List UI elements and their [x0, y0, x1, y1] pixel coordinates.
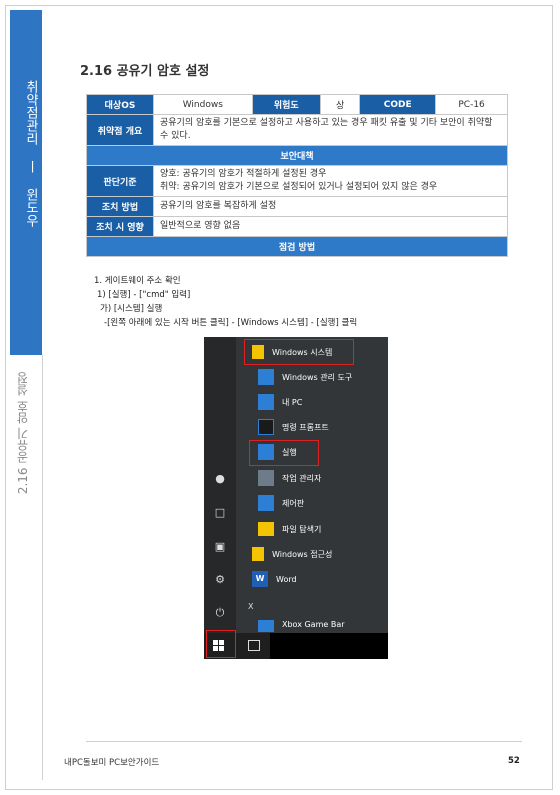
- step-line: 가) [시스템] 실행: [100, 304, 163, 314]
- code-label: CODE: [359, 94, 437, 115]
- menu-item-label: Windows 접근성: [272, 549, 333, 559]
- section-letter[interactable]: X: [248, 602, 254, 611]
- menu-item-label: 파일 탐색기: [282, 524, 322, 534]
- menu-item-label: 작업 관리자: [282, 473, 322, 483]
- sidebar-section-tab: [10, 355, 43, 780]
- vuln-summary-label: 취약점 개요: [86, 114, 154, 146]
- file-explorer-icon: [258, 522, 274, 536]
- page-title: 2.16 공유기 암호 설정: [80, 64, 210, 79]
- picture-icon[interactable]: ▣: [214, 540, 226, 553]
- menu-item-label: Word: [276, 574, 297, 584]
- highlight-start-button: [206, 630, 236, 658]
- risk-label: 위험도: [251, 94, 321, 115]
- target-os-label: 대상OS: [86, 94, 154, 115]
- folder-icon: [252, 345, 264, 359]
- sidebar-chapter-tab: [10, 10, 42, 355]
- target-os-value: Windows: [153, 94, 253, 115]
- menu-item-my-pc[interactable]: 내 PC: [258, 391, 302, 413]
- folder-icon: [252, 547, 264, 561]
- criteria-label: 판단기준: [86, 165, 154, 197]
- step-line: 1. 게이트웨이 주소 확인: [94, 276, 181, 286]
- menu-item-admin-tools[interactable]: Windows 관리 도구: [258, 366, 352, 388]
- impact-label: 조치 시 영향: [86, 216, 154, 237]
- info-table: 대상OS Windows 위험도 상 CODE PC-16 취약점 개요 공유기…: [86, 94, 508, 257]
- code-value: PC-16: [435, 94, 508, 115]
- menu-item-word[interactable]: W Word: [252, 568, 297, 590]
- menu-item-run[interactable]: 실행: [258, 441, 297, 463]
- menu-item-xbox-game-bar[interactable]: Xbox Game Bar: [258, 620, 345, 632]
- sidebar-section-label: 2.16 공유기 암호 설정: [16, 372, 30, 495]
- taskbar: [204, 633, 388, 659]
- criteria-cell: 양호: 공유기의 암호가 적절하게 설정된 경우 취약: 공유기의 암호가 기본…: [153, 165, 508, 197]
- start-menu-screenshot: ● □ ▣ ⚙ ⏻ Windows 시스템 Windows 관리 도구 내 PC…: [204, 337, 388, 659]
- highlight-windows-system: [244, 339, 354, 365]
- sidebar-chapter-label: 취약점관리 ㅣ 윈도우: [23, 80, 38, 227]
- settings-gear-icon[interactable]: ⚙: [215, 573, 225, 586]
- action-value: 공유기의 암호를 복잡하게 설정: [153, 196, 508, 217]
- menu-item-label: 제어판: [282, 498, 305, 508]
- footer-divider: [86, 741, 522, 742]
- menu-item-cmd[interactable]: 명령 프롬프트: [258, 416, 329, 438]
- task-manager-icon: [258, 470, 274, 486]
- task-view-icon[interactable]: [248, 640, 260, 651]
- step-line: -[왼쪽 아래에 있는 시작 버튼 클릭] - [Windows 시스템] - …: [104, 318, 358, 328]
- action-label: 조치 방법: [86, 196, 154, 217]
- word-icon: W: [252, 571, 268, 587]
- user-icon[interactable]: ●: [215, 472, 225, 485]
- menu-item-label: 실행: [282, 447, 297, 457]
- menu-item-accessibility[interactable]: Windows 접근성: [252, 543, 332, 565]
- start-menu-side-rail: [204, 337, 236, 633]
- pc-icon: [258, 394, 274, 410]
- criteria-good: 양호: 공유기의 암호가 적절하게 설정된 경우: [160, 169, 327, 179]
- vuln-summary: 공유기의 암호를 기본으로 설정하고 사용하고 있는 경우 패킷 유출 및 기타…: [153, 114, 508, 146]
- criteria-bad: 취약: 공유기의 암호가 기본으로 설정되어 있거나 설정되어 있지 않은 경우: [160, 182, 438, 192]
- menu-item-windows-system[interactable]: Windows 시스템: [252, 341, 332, 363]
- page-border: [5, 5, 553, 790]
- admin-tools-icon: [258, 369, 274, 385]
- menu-item-label: Windows 시스템: [272, 347, 333, 357]
- footer-title: 내PC돌보미 PC보안가이드: [64, 758, 160, 768]
- highlight-run: [249, 440, 319, 466]
- menu-item-label: 내 PC: [282, 397, 303, 407]
- power-icon[interactable]: ⏻: [215, 606, 225, 619]
- impact-value: 일반적으로 영향 없음: [153, 216, 508, 237]
- menu-item-file-explorer[interactable]: 파일 탐색기: [258, 518, 321, 540]
- taskbar-search-box[interactable]: [270, 633, 388, 659]
- page-number: 52: [508, 756, 520, 766]
- document-icon[interactable]: □: [214, 506, 226, 519]
- menu-item-control-panel[interactable]: 제어판: [258, 492, 304, 514]
- control-panel-icon: [258, 495, 274, 511]
- xbox-icon: [258, 620, 274, 632]
- risk-value: 상: [319, 94, 361, 115]
- menu-item-label: 명령 프롬프트: [282, 422, 329, 432]
- run-icon: [258, 444, 274, 460]
- menu-item-label: Windows 관리 도구: [282, 372, 353, 382]
- windows-start-icon[interactable]: [213, 640, 225, 652]
- menu-item-label: Xbox Game Bar: [282, 620, 345, 629]
- steps-list: 1. 게이트웨이 주소 확인 1) [실행] - ["cmd" 입력] 가) […: [94, 274, 357, 330]
- menu-item-task-manager[interactable]: 작업 관리자: [258, 467, 321, 489]
- step-line: 1) [실행] - ["cmd" 입력]: [97, 290, 191, 300]
- check-method-band: 점검 방법: [86, 236, 508, 257]
- security-measures-band: 보안대책: [86, 145, 508, 166]
- cmd-icon: [258, 419, 274, 435]
